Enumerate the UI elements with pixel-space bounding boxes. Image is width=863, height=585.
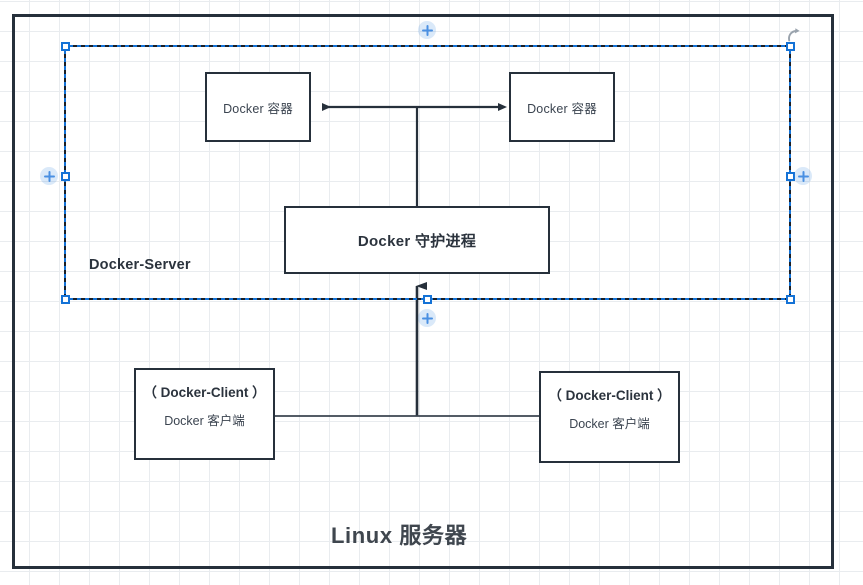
docker-container-left-label: Docker 容器 xyxy=(223,101,293,116)
docker-container-right[interactable]: Docker 容器 xyxy=(509,72,615,142)
resize-handle-middle-left[interactable] xyxy=(60,171,70,181)
docker-client-right[interactable]: （ Docker-Client ） Docker 客户端 xyxy=(539,371,680,463)
add-connection-top-icon[interactable] xyxy=(418,21,436,39)
docker-client-left[interactable]: （ Docker-Client ） Docker 客户端 xyxy=(134,368,275,460)
rotate-icon[interactable] xyxy=(786,26,804,44)
docker-server-label[interactable]: Docker-Server xyxy=(89,257,191,273)
resize-handle-top-right[interactable] xyxy=(785,41,795,51)
resize-handle-top-left[interactable] xyxy=(60,41,70,51)
selection-edge-top xyxy=(65,45,791,47)
docker-daemon-label: Docker 守护进程 xyxy=(357,232,477,250)
docker-client-right-title: （ Docker-Client ） xyxy=(548,388,671,403)
resize-handle-middle-right[interactable] xyxy=(785,171,795,181)
docker-daemon[interactable]: Docker 守护进程 xyxy=(284,206,550,274)
docker-container-left[interactable]: Docker 容器 xyxy=(205,72,311,142)
docker-client-right-subtitle: Docker 客户端 xyxy=(569,417,650,431)
linux-server-frame[interactable] xyxy=(12,14,834,569)
resize-handle-bottom-left[interactable] xyxy=(60,294,70,304)
docker-client-left-title: （ Docker-Client ） xyxy=(143,385,266,400)
resize-handle-bottom-center[interactable] xyxy=(422,294,432,304)
resize-handle-bottom-right[interactable] xyxy=(785,294,795,304)
docker-client-left-subtitle: Docker 客户端 xyxy=(164,414,245,428)
add-connection-left-icon[interactable] xyxy=(40,167,58,185)
add-connection-right-icon[interactable] xyxy=(794,167,812,185)
docker-container-right-label: Docker 容器 xyxy=(527,101,597,116)
add-connection-bottom-icon[interactable] xyxy=(418,309,436,327)
linux-server-title[interactable]: Linux 服务器 xyxy=(331,523,468,548)
